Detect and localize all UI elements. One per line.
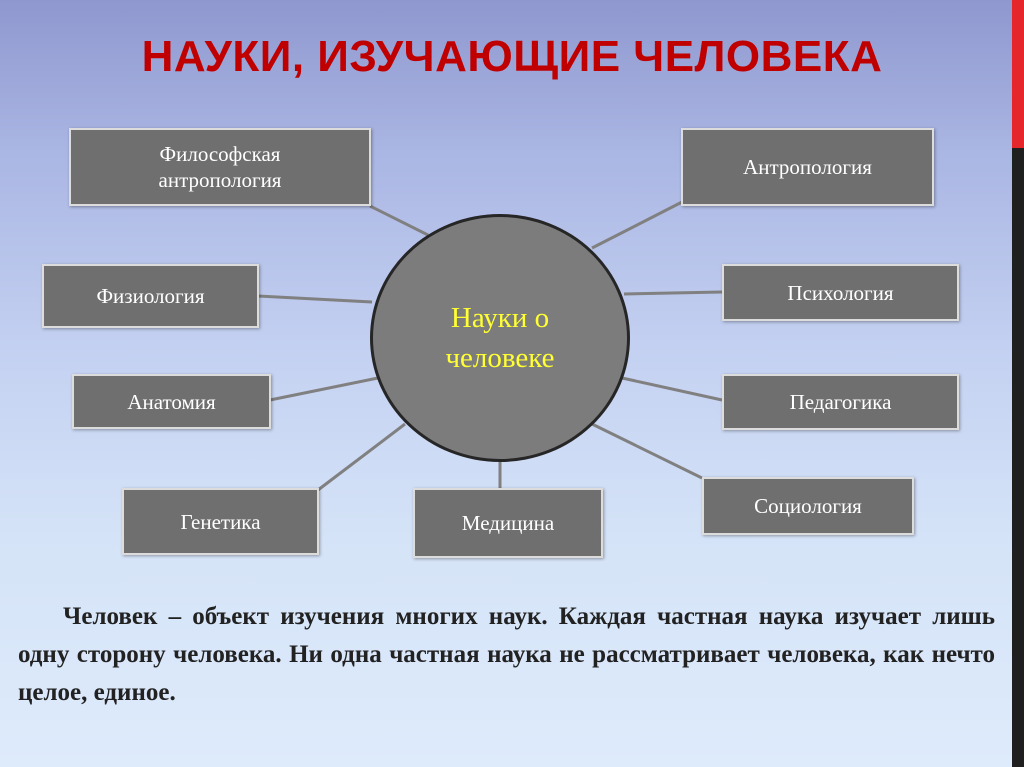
box-label: Генетика: [180, 509, 261, 534]
connector-anatomy: [269, 376, 379, 402]
box-label: антропология: [158, 168, 282, 192]
hub-label-line2: человеке: [445, 342, 555, 374]
box-label: Антропология: [743, 155, 872, 179]
box-label: Медицина: [461, 511, 555, 535]
box-medicine: Медицина: [413, 488, 603, 558]
accent-bar-red: [1012, 0, 1024, 148]
connector-sociology: [591, 422, 703, 480]
box-label: Педагогика: [789, 390, 892, 414]
connector-genetics: [317, 422, 406, 492]
box-physiology: Физиология: [42, 264, 259, 328]
box-pedagogy: Педагогика: [722, 374, 959, 430]
box-psychology: Психология: [722, 264, 959, 321]
box-sociology: Социология: [702, 477, 914, 535]
slide-title: НАУКИ, ИЗУЧАЮЩИЕ ЧЕЛОВЕКА: [141, 32, 883, 81]
connector-anthropology: [591, 200, 683, 250]
connector-psychology: [623, 290, 723, 296]
box-philosophical-anthropology: Философская антропология: [69, 128, 371, 206]
box-genetics: Генетика: [122, 488, 319, 555]
box-label: Психология: [787, 280, 894, 305]
description-paragraph: Человек – объект изучения многих наук. К…: [18, 603, 995, 706]
hub-label-line1: Науки о: [450, 302, 550, 334]
box-label: Анатомия: [127, 389, 216, 414]
accent-bar-dark: [1012, 148, 1024, 767]
connector-philosophical-anthropology: [369, 204, 429, 237]
box-anthropology: Антропология: [681, 128, 934, 206]
box-anatomy: Анатомия: [72, 374, 271, 429]
box-label: Физиология: [96, 284, 205, 308]
connector-pedagogy: [621, 376, 723, 402]
box-label: Философская: [159, 142, 281, 166]
box-label: Социология: [754, 494, 862, 518]
hub-circle: Науки о человеке: [370, 214, 630, 462]
connector-physiology: [257, 294, 373, 304]
